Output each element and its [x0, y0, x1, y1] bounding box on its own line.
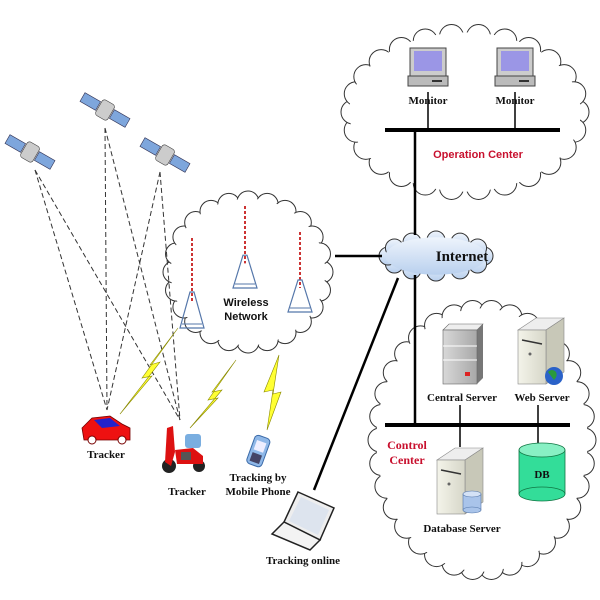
lightning-icon [263, 354, 282, 431]
wireless-network-label: Network [224, 311, 268, 323]
web-server-icon [517, 317, 565, 385]
satellite-icon [4, 134, 56, 170]
database-cylinder-icon [518, 442, 566, 502]
laptop-icon [270, 491, 335, 551]
internet-label: Internet [436, 249, 489, 265]
central-server-icon [442, 323, 484, 385]
mobile-tracking-label: Mobile Phone [225, 486, 290, 498]
internet-cloud [378, 230, 494, 282]
monitor-icon [494, 47, 536, 87]
cell-tower-icon [287, 232, 313, 313]
operation-center-cloud [340, 24, 590, 200]
scooter-tracker-icon [162, 426, 205, 473]
internet-to-laptop-link [312, 277, 400, 491]
wireless-network-label: Wireless [223, 297, 268, 309]
lightning-icon [189, 359, 237, 429]
online-tracking-label: Tracking online [266, 555, 340, 567]
car-tracker-icon [81, 415, 131, 445]
satellite-icon [79, 92, 131, 128]
web-server-label: Web Server [514, 392, 569, 404]
monitor-icon [407, 47, 449, 87]
scooter-tracker-label: Tracker [168, 486, 206, 498]
operation-center-label: Operation Center [433, 149, 524, 161]
cell-tower-icon [232, 206, 258, 289]
satellite-icon [139, 137, 191, 173]
control-center-label: Control [387, 438, 427, 452]
monitor-label: Monitor [408, 95, 447, 107]
satellite-signal-lines [34, 127, 181, 421]
car-tracker-label: Tracker [87, 449, 125, 461]
mobile-tracking-label: Tracking by [230, 472, 287, 484]
mobile-phone-icon [246, 434, 271, 468]
lightning-icon [119, 327, 179, 415]
network-links [312, 92, 570, 491]
cell-tower-icon [179, 238, 205, 329]
database-server-icon [436, 447, 484, 515]
control-center-label: Center [389, 453, 425, 467]
wireless-signals [119, 327, 282, 431]
wireless-network-cloud [162, 190, 334, 354]
monitor-label: Monitor [495, 95, 534, 107]
db-label: DB [534, 469, 550, 481]
database-server-label: Database Server [423, 523, 500, 535]
central-server-label: Central Server [427, 392, 497, 404]
